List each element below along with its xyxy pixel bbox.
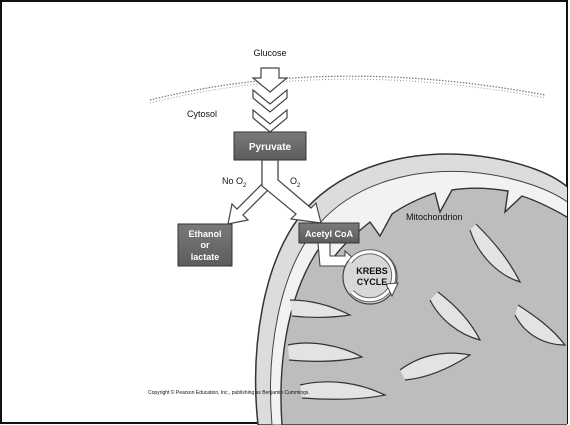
glucose-label: Glucose <box>253 48 286 58</box>
ethanol-lactate-box <box>177 223 233 267</box>
crista-4 <box>429 291 482 341</box>
crista-7 <box>514 304 567 346</box>
crista-6 <box>399 352 472 381</box>
split-arrows <box>227 159 322 225</box>
krebs-arrowhead <box>385 282 399 298</box>
oxygen-label: O2 <box>290 176 301 189</box>
krebs-cycle: KREBS CYCLE <box>342 249 399 305</box>
cytosol-label: Cytosol <box>187 109 217 119</box>
crista-1 <box>289 299 352 318</box>
krebs-label-line1: KREBS <box>356 266 388 276</box>
crista-2 <box>287 342 364 362</box>
glucose-arrow <box>251 67 289 133</box>
mitochondrion-label: Mitochondrion <box>406 212 463 222</box>
acetyl-coa-label: Acetyl CoA <box>305 229 354 239</box>
cell-membrane-outer <box>149 75 546 101</box>
krebs-label-line2: CYCLE <box>357 277 388 287</box>
pyruvate-label: Pyruvate <box>249 142 292 153</box>
copyright-notice: Copyright © Pearson Education, Inc., pub… <box>148 389 310 396</box>
ethanol-label: Ethanol <box>189 229 222 239</box>
lactate-label: lactate <box>191 252 220 262</box>
mitochondrion-shape <box>254 153 567 425</box>
crista-5 <box>469 223 522 284</box>
crista-3 <box>299 381 387 400</box>
or-label: or <box>201 240 210 250</box>
no-oxygen-label: No O2 <box>222 176 247 189</box>
